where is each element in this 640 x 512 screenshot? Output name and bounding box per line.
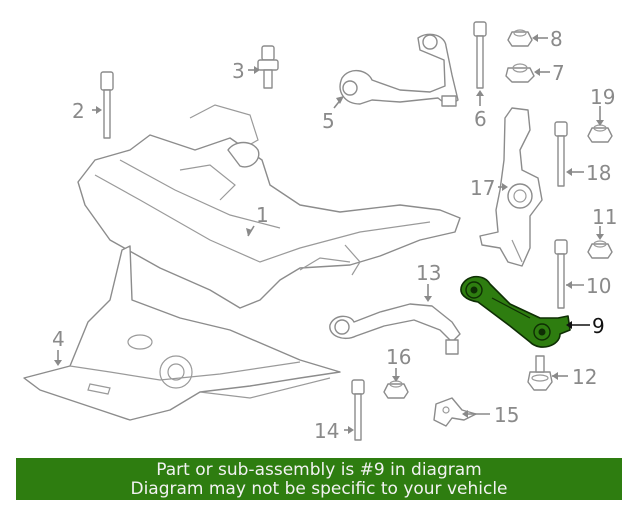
bracket-15-part — [433, 397, 477, 427]
callout-16: 16 — [386, 345, 411, 369]
callout-7: 7 — [552, 61, 565, 85]
banner-line-2: Diagram may not be specific to your vehi… — [130, 479, 508, 499]
bolt-2-part — [100, 71, 114, 139]
callout-13: 13 — [416, 261, 441, 285]
steering-knuckle-part — [479, 107, 543, 267]
nut-16-part — [383, 380, 409, 399]
banner-line-1: Part or sub-assembly is #9 in diagram — [156, 460, 482, 480]
callout-3: 3 — [232, 59, 245, 83]
callout-8: 8 — [550, 27, 563, 51]
callout-12: 12 — [572, 365, 597, 389]
lower-link-part — [329, 303, 461, 355]
nut-19-part — [587, 124, 613, 143]
callout-11: 11 — [592, 205, 617, 229]
callout-2: 2 — [72, 99, 85, 123]
callout-17: 17 — [470, 176, 495, 200]
callout-15: 15 — [494, 403, 519, 427]
ball-joint-part — [527, 355, 553, 391]
callout-10: 10 — [586, 274, 611, 298]
callout-1: 1 — [256, 203, 269, 227]
upper-control-arm-part — [339, 33, 459, 107]
arrowheads — [54, 34, 604, 434]
parts-diagram: 1 2 3 4 5 6 7 8 9 10 11 12 13 14 15 16 1… — [23, 21, 617, 443]
callout-19: 19 — [590, 85, 615, 109]
bolt-3-part — [257, 45, 279, 89]
bolt-10-part — [554, 239, 568, 309]
callout-9[interactable]: 9 — [592, 314, 605, 338]
lower-control-arm-highlighted[interactable] — [460, 275, 571, 348]
bolt-6-part — [473, 21, 487, 89]
callout-6: 6 — [474, 107, 487, 131]
callout-14: 14 — [314, 419, 339, 443]
bolt-18-part — [554, 121, 568, 187]
callout-5: 5 — [322, 109, 335, 133]
callout-18: 18 — [586, 161, 611, 185]
nut-7-part — [505, 63, 535, 83]
nut-8-part — [507, 29, 533, 47]
nut-11-part — [587, 240, 613, 259]
subframe-part — [77, 104, 461, 309]
info-banner: Part or sub-assembly is #9 in diagram Di… — [16, 458, 622, 500]
bolt-14-part — [351, 379, 365, 441]
underbody-shield-part — [23, 245, 341, 421]
callout-4: 4 — [52, 327, 65, 351]
